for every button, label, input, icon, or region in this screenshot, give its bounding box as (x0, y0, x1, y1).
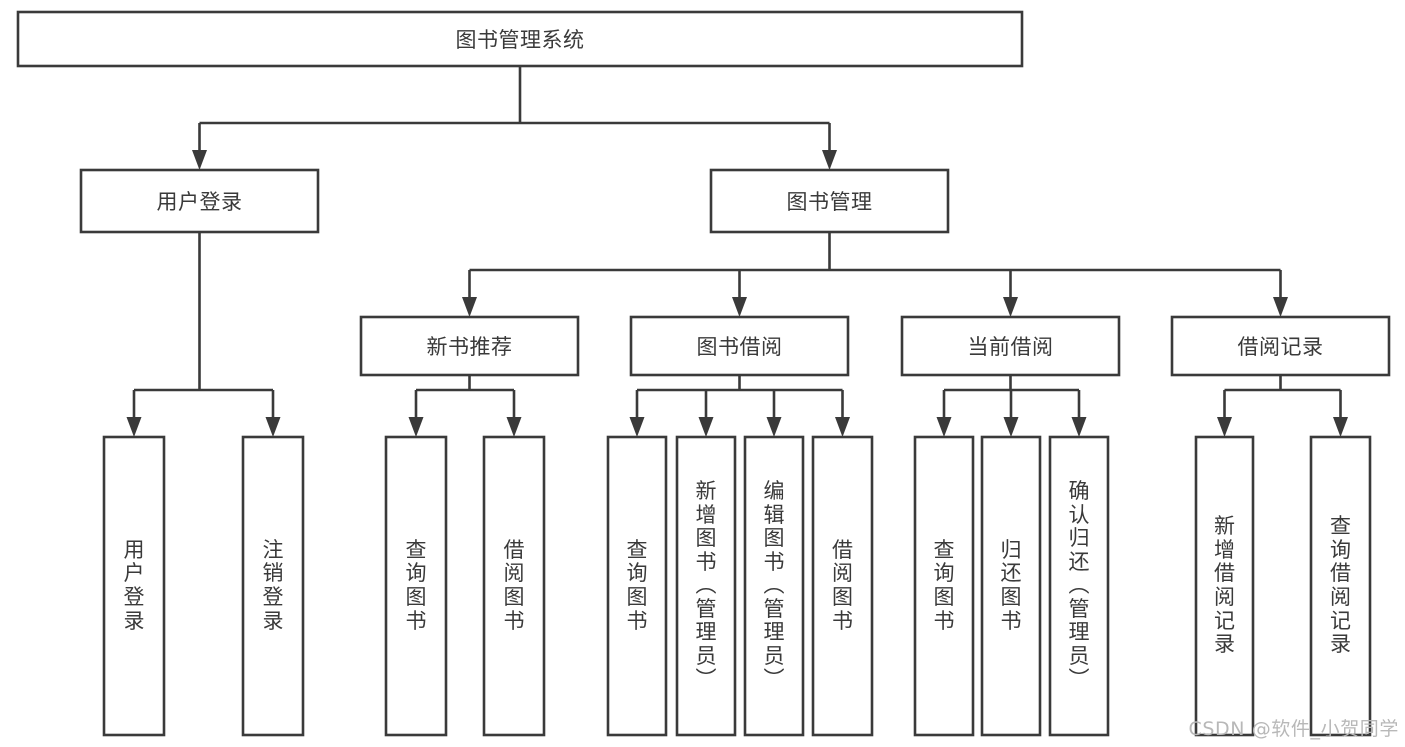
node-box-l2_d[interactable] (1170, 315, 1391, 377)
node-box-leaf_10[interactable] (980, 435, 1042, 737)
edge-arrow-l1_b-1 (732, 297, 747, 317)
edge-arrow-root-0 (192, 150, 207, 170)
node-box-leaf_3[interactable] (384, 435, 448, 737)
boxes-layer (16, 10, 1391, 737)
edge-arrow-l2_c-1 (1003, 417, 1019, 437)
node-box-leaf_8[interactable] (811, 435, 874, 737)
edge-arrow-l1_a-0 (126, 417, 142, 437)
edge-arrow-l2_b-3 (835, 417, 850, 437)
edge-arrow-l1_b-3 (1273, 297, 1288, 317)
node-box-l1_b[interactable] (709, 168, 950, 234)
edge-arrow-l1_b-0 (462, 297, 477, 317)
node-box-root[interactable] (16, 10, 1024, 68)
node-box-leaf_7[interactable] (743, 435, 805, 737)
edge-arrow-l2_c-0 (936, 417, 952, 437)
edge-arrow-l1_b-2 (1003, 297, 1018, 317)
node-box-leaf_1[interactable] (102, 435, 166, 737)
node-box-leaf_5[interactable] (606, 435, 668, 737)
node-box-leaf_6[interactable] (675, 435, 737, 737)
node-box-leaf_13[interactable] (1309, 435, 1372, 737)
node-box-l2_c[interactable] (900, 315, 1121, 377)
edge-arrow-l2_c-2 (1071, 417, 1087, 437)
edge-arrow-l2_a-1 (506, 417, 522, 437)
node-box-l1_a[interactable] (79, 168, 320, 234)
node-box-leaf_12[interactable] (1194, 435, 1255, 737)
node-box-leaf_11[interactable] (1048, 435, 1110, 737)
edge-arrow-l2_b-1 (698, 417, 714, 437)
edge-arrow-l2_d-1 (1333, 417, 1348, 437)
node-box-leaf_2[interactable] (241, 435, 305, 737)
edge-arrow-l2_d-0 (1217, 417, 1232, 437)
node-box-l2_b[interactable] (629, 315, 850, 377)
node-box-leaf_9[interactable] (913, 435, 975, 737)
edge-arrow-l2_a-0 (408, 417, 424, 437)
edge-arrow-l2_b-0 (629, 417, 645, 437)
node-box-leaf_4[interactable] (482, 435, 546, 737)
edges-layer (126, 66, 1348, 437)
edge-arrow-l1_a-1 (265, 417, 281, 437)
edge-arrow-l2_b-2 (766, 417, 782, 437)
node-box-l2_a[interactable] (359, 315, 580, 377)
edge-arrow-root-1 (822, 150, 837, 170)
